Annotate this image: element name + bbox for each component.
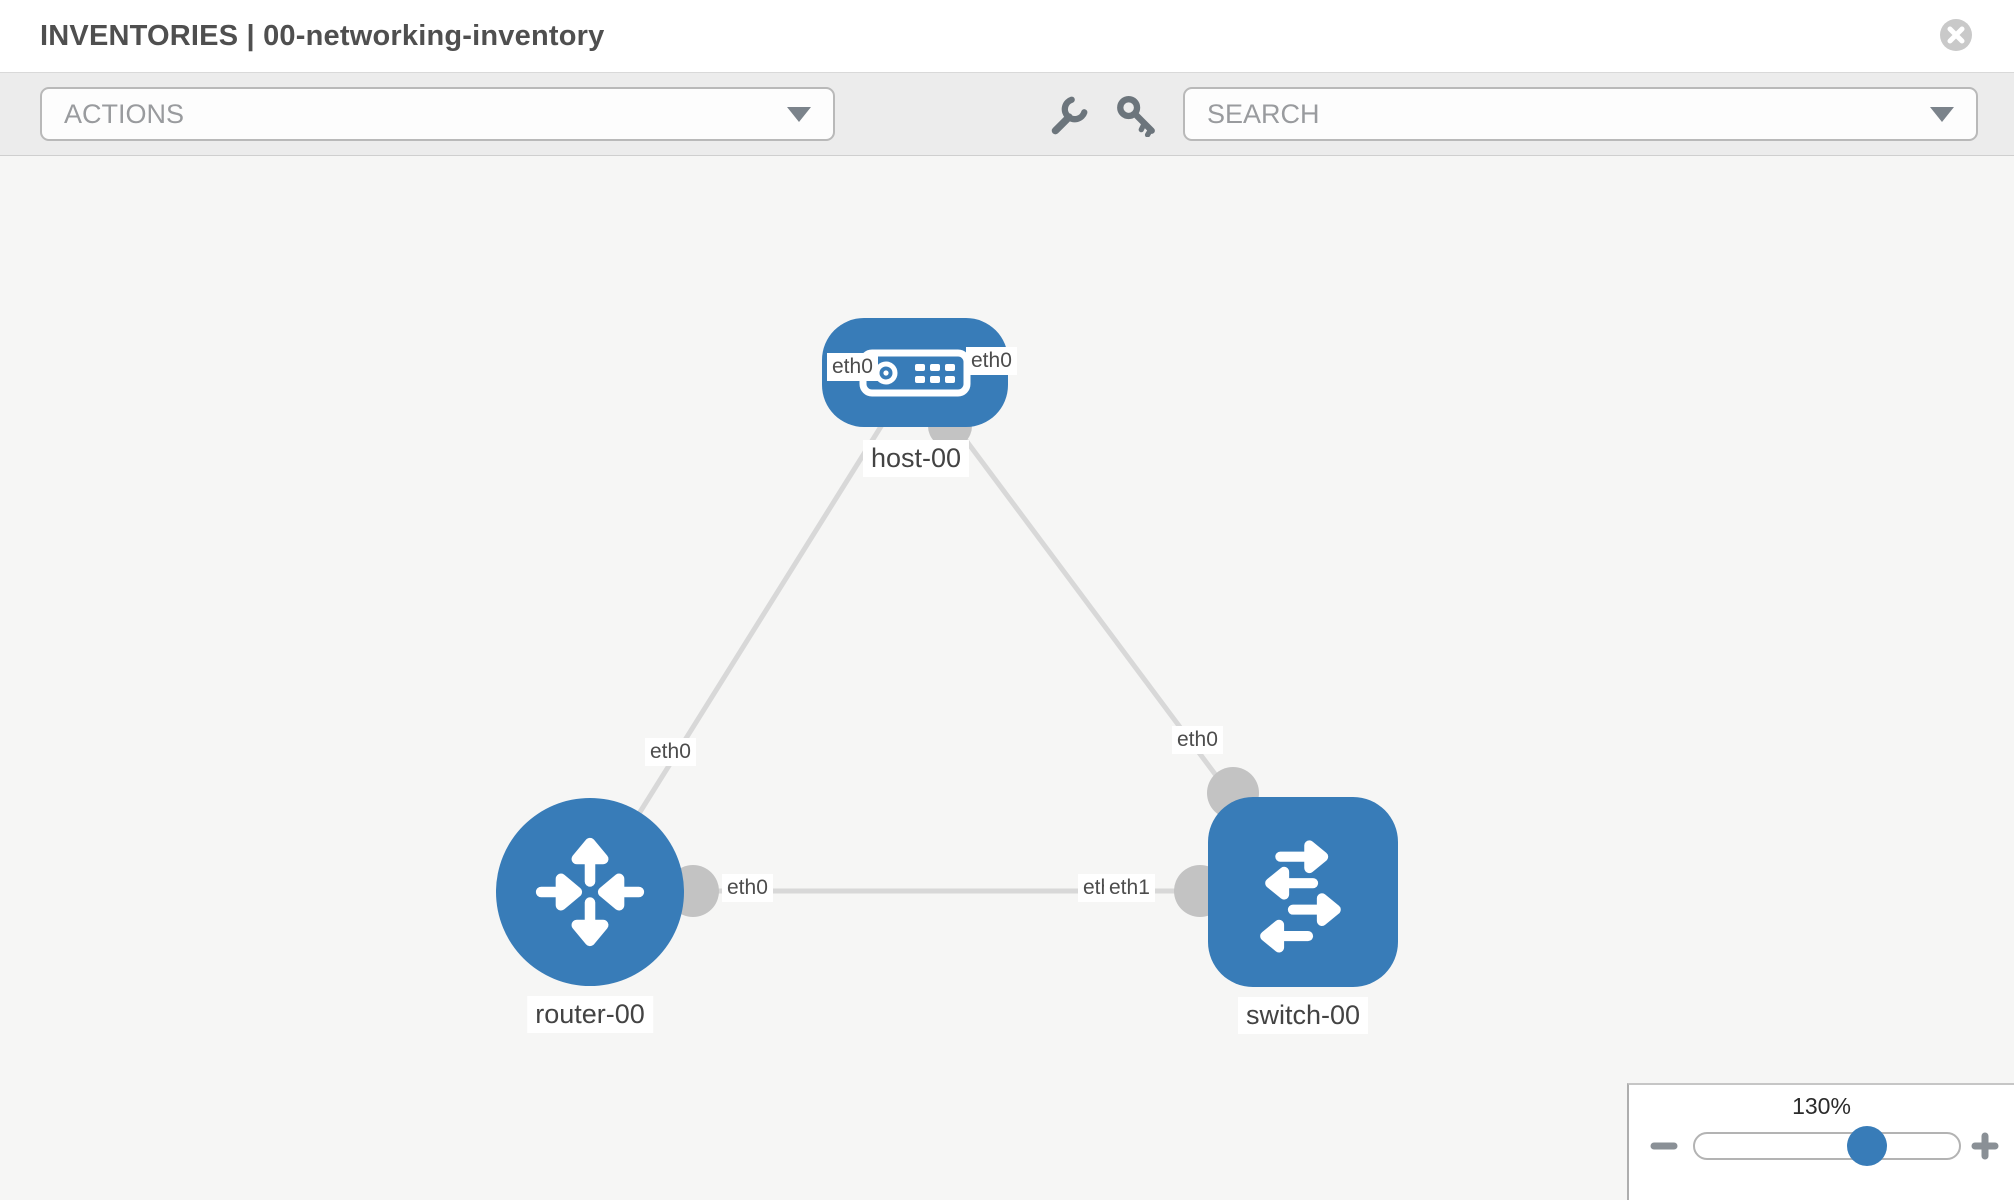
actions-dropdown[interactable]: ACTIONS: [40, 87, 835, 141]
chevron-down-icon: [787, 106, 811, 122]
iface-label-switch-eth1: eth1: [1104, 874, 1155, 902]
zoom-in-button[interactable]: [1970, 1131, 2000, 1161]
node-label-host: host-00: [862, 440, 970, 477]
node-label-router: router-00: [527, 996, 653, 1033]
page-title: INVENTORIES | 00-networking-inventory: [40, 19, 605, 52]
node-switch-00[interactable]: [1208, 797, 1398, 987]
topology-links: [587, 370, 1306, 894]
node-label-switch: switch-00: [1237, 997, 1369, 1034]
header: INVENTORIES | 00-networking-inventory: [0, 0, 2014, 72]
close-button[interactable]: [1940, 19, 1972, 51]
iface-label-router-uplink: eth0: [645, 738, 696, 766]
key-icon[interactable]: [1115, 95, 1157, 137]
zoom-out-button[interactable]: [1649, 1131, 1679, 1161]
zoom-panel: 130%: [1627, 1083, 2014, 1200]
switch-icon: [1260, 840, 1341, 953]
link-host-router[interactable]: [587, 370, 918, 894]
chevron-down-icon: [1930, 106, 1954, 122]
close-icon: [1947, 26, 1965, 44]
plus-icon: [1971, 1132, 1999, 1160]
search-dropdown[interactable]: SEARCH: [1183, 87, 1978, 141]
router-icon: [535, 837, 645, 947]
search-dropdown-label: SEARCH: [1207, 98, 1320, 129]
iface-label-switch-top: eth0: [1172, 726, 1223, 754]
topology-canvas[interactable]: eth0 eth0 eth0 eth0 eth0 eth0 eth1 host-…: [0, 156, 2014, 1200]
actions-dropdown-label: ACTIONS: [64, 98, 185, 129]
zoom-slider-handle[interactable]: [1846, 1126, 1887, 1166]
wrench-icon[interactable]: [1047, 95, 1089, 137]
iface-label-host-left: eth0: [827, 353, 878, 381]
zoom-level-value: 130%: [1792, 1093, 1851, 1119]
toolbar: ACTIONS SEARCH: [0, 72, 2014, 156]
zoom-slider-track[interactable]: [1693, 1126, 1961, 1166]
iface-label-router-eth0: eth0: [722, 874, 773, 902]
iface-label-host-right: eth0: [966, 347, 1017, 375]
node-router-00[interactable]: [496, 798, 684, 986]
